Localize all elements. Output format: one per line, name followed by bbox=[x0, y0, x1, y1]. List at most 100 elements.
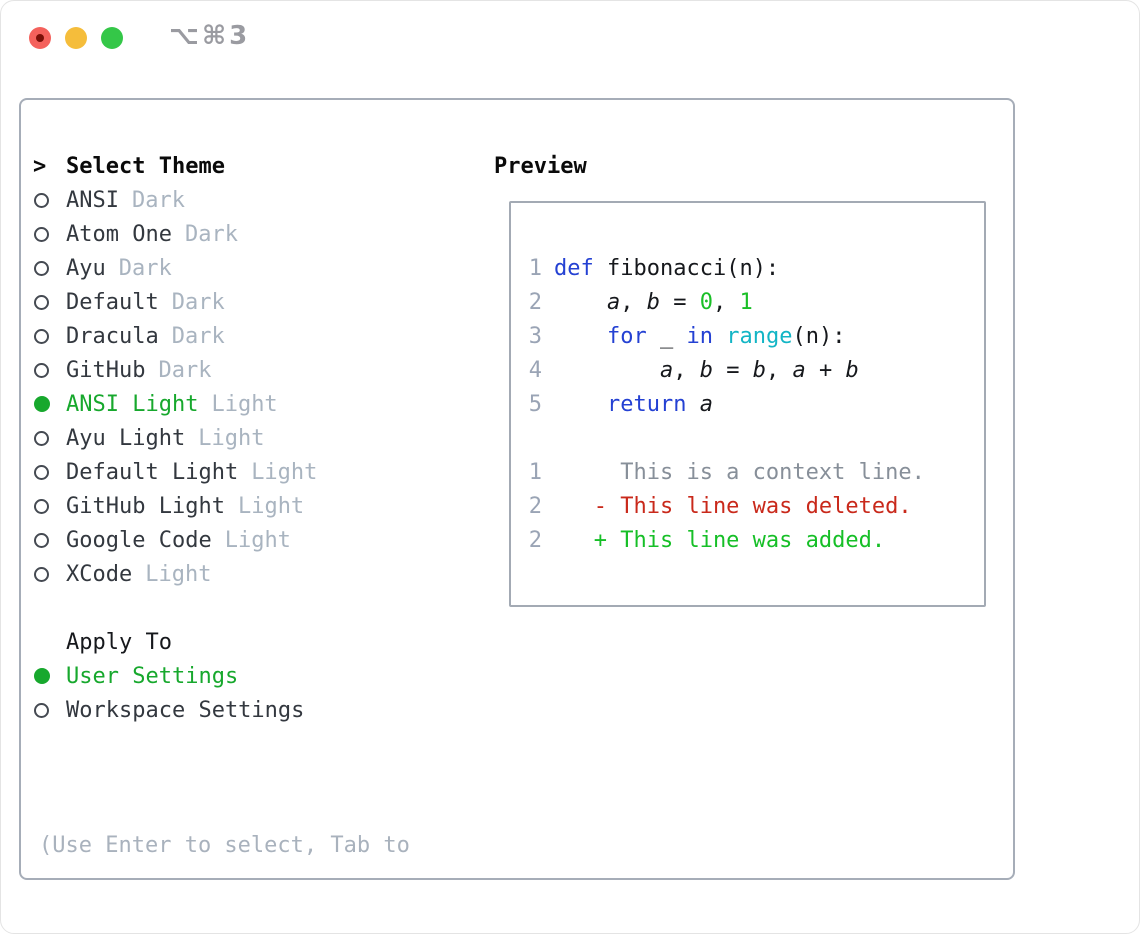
apply-to-header: Apply To bbox=[32, 625, 482, 659]
select-theme-title: Select Theme bbox=[66, 153, 225, 179]
apply-option-label: Workspace Settings bbox=[66, 697, 305, 723]
theme-variant-badge: Dark bbox=[184, 221, 238, 247]
theme-option-ayu-light[interactable]: Ayu Light Light bbox=[32, 421, 482, 455]
theme-name: Ayu Light bbox=[66, 425, 186, 451]
preview-code-line: 5 return a bbox=[511, 387, 984, 421]
token-plain: _ bbox=[646, 323, 687, 349]
radio-marker bbox=[32, 362, 66, 378]
minimize-button[interactable] bbox=[65, 27, 87, 49]
preview-blank-line bbox=[511, 421, 984, 455]
theme-name: Ayu bbox=[66, 255, 106, 281]
token-plain bbox=[554, 358, 660, 383]
radio-unselected-icon bbox=[34, 226, 49, 242]
theme-variant-badge: Light bbox=[224, 527, 291, 553]
preview-blank-line bbox=[511, 557, 984, 591]
theme-name: GitHub bbox=[66, 357, 146, 383]
theme-variant-badge: Dark bbox=[158, 357, 212, 383]
titlebar: ⌥⌘3 bbox=[1, 1, 1139, 75]
apply-option-workspace-settings[interactable]: Workspace Settings bbox=[32, 693, 482, 727]
token-var: a bbox=[606, 289, 621, 315]
token-plain: = bbox=[659, 289, 700, 315]
radio-marker bbox=[32, 498, 66, 514]
token-plain: , bbox=[765, 357, 793, 383]
apply-option-user-settings[interactable]: User Settings bbox=[32, 659, 482, 693]
theme-variant-badge: Light bbox=[211, 391, 278, 417]
theme-name: ANSI bbox=[66, 187, 119, 213]
token-plain bbox=[554, 324, 607, 349]
theme-variant-badge: Dark bbox=[171, 323, 225, 349]
theme-variant-badge: Light bbox=[145, 561, 212, 587]
radio-selected-icon bbox=[34, 668, 50, 684]
theme-option-ansi[interactable]: ANSI Dark bbox=[32, 183, 482, 217]
radio-unselected-icon bbox=[34, 192, 49, 208]
theme-name: XCode bbox=[66, 561, 133, 587]
token-plain bbox=[554, 290, 607, 315]
radio-marker bbox=[32, 464, 66, 480]
theme-option-xcode[interactable]: XCode Light bbox=[32, 557, 482, 591]
token-plain: = bbox=[712, 357, 753, 383]
theme-variant-badge: Dark bbox=[118, 255, 172, 281]
token-number: 0 bbox=[699, 289, 713, 315]
close-button[interactable] bbox=[29, 27, 51, 49]
preview-diff-line: 2 + This line was added. bbox=[511, 523, 984, 557]
token-plain bbox=[713, 324, 726, 349]
token-keyword: def bbox=[554, 255, 594, 281]
window-shortcut-label: ⌥⌘3 bbox=[169, 21, 251, 51]
radio-marker bbox=[32, 260, 66, 276]
radio-marker bbox=[32, 566, 66, 582]
radio-unselected-icon bbox=[34, 702, 49, 718]
token-var: b bbox=[646, 289, 660, 315]
radio-marker bbox=[32, 396, 66, 412]
preview-code-line: 4 a, b = b, a + b bbox=[511, 353, 984, 387]
token-keyword: for bbox=[606, 323, 647, 349]
preview-blank-line bbox=[511, 217, 984, 251]
theme-variant-badge: Light bbox=[198, 425, 265, 451]
token-var: a bbox=[792, 357, 806, 383]
preview-code-line: 2 a, b = 0, 1 bbox=[511, 285, 984, 319]
traffic-lights bbox=[29, 27, 123, 49]
prompt-caret-icon: > bbox=[33, 153, 47, 179]
radio-unselected-icon bbox=[34, 260, 49, 276]
code-text: def fibonacci(n): bbox=[554, 256, 779, 281]
token-plain bbox=[686, 392, 699, 417]
code-text: return a bbox=[554, 392, 713, 417]
line-number: 1 bbox=[528, 459, 542, 485]
radio-unselected-icon bbox=[34, 498, 49, 514]
hint-footer: (Use Enter to select, Tab to change focu… bbox=[39, 761, 410, 933]
token-plain: , bbox=[673, 357, 700, 383]
code-text: a, b = b, a + b bbox=[554, 358, 859, 383]
radio-unselected-icon bbox=[34, 430, 49, 446]
line-number: 5 bbox=[528, 391, 542, 417]
preview-code-line: 3 for _ in range(n): bbox=[511, 319, 984, 353]
theme-option-github-light[interactable]: GitHub Light Light bbox=[32, 489, 482, 523]
diff-text-deleted: - This line was deleted. bbox=[554, 493, 912, 519]
theme-variant-badge: Light bbox=[237, 493, 305, 519]
radio-marker bbox=[32, 668, 66, 684]
section-gap bbox=[32, 591, 482, 625]
theme-option-ayu[interactable]: Ayu Dark bbox=[32, 251, 482, 285]
theme-name: Default Light bbox=[66, 459, 239, 485]
token-plain: , bbox=[620, 289, 647, 315]
theme-variant-badge: Dark bbox=[131, 187, 185, 213]
theme-option-default-light[interactable]: Default Light Light bbox=[32, 455, 482, 489]
code-text: a, b = 0, 1 bbox=[554, 290, 753, 315]
preview-diff-line: 2 - This line was deleted. bbox=[511, 489, 984, 523]
preview-diff-line: 1 This is a context line. bbox=[511, 455, 984, 489]
hint-line-1: (Use Enter to select, Tab to bbox=[39, 833, 410, 858]
theme-option-dracula[interactable]: Dracula Dark bbox=[32, 319, 482, 353]
theme-name: GitHub Light bbox=[66, 493, 225, 519]
radio-marker bbox=[32, 328, 66, 344]
radio-unselected-icon bbox=[34, 328, 49, 344]
theme-name: Dracula bbox=[66, 323, 159, 349]
theme-option-github[interactable]: GitHub Dark bbox=[32, 353, 482, 387]
theme-variant-badge: Light bbox=[251, 459, 318, 485]
zoom-button[interactable] bbox=[101, 27, 123, 49]
token-var: b bbox=[752, 357, 766, 383]
radio-marker bbox=[32, 702, 66, 718]
